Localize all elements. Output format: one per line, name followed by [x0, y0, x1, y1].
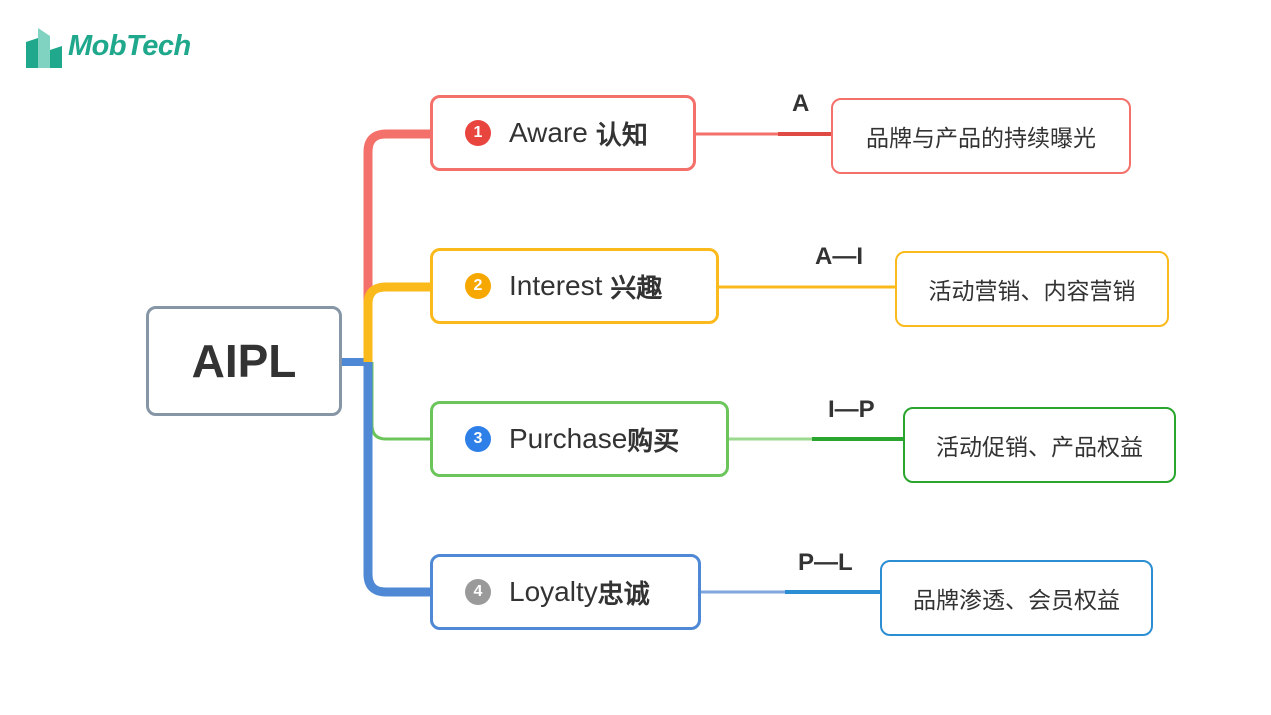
description-node: 活动营销、内容营销: [895, 251, 1169, 327]
stage-name-zh: 购买: [627, 426, 680, 457]
stage-name-zh: 兴趣: [610, 273, 663, 304]
stage-name-en: Purchase: [509, 423, 628, 454]
stage-node-interest: 2 Interest 兴趣: [430, 248, 719, 324]
transition-label: A—I: [815, 243, 863, 270]
transition-label: A: [792, 90, 810, 117]
stage-name-zh: 忠诚: [597, 579, 650, 610]
number-badge-icon: 1: [465, 120, 491, 146]
root-node-aipl: AIPL: [146, 306, 342, 416]
stage-name-zh: 认知: [595, 120, 648, 151]
number-badge-icon: 3: [465, 426, 491, 452]
number-badge-icon: 2: [465, 273, 491, 299]
description-node: 品牌与产品的持续曝光: [831, 98, 1131, 174]
stage-node-aware: 1 Aware 认知: [430, 95, 696, 171]
stage-name-en: Aware: [509, 117, 588, 148]
stage-name-en: Loyalty: [509, 576, 598, 607]
transition-label: I—P: [828, 396, 875, 423]
number-badge-icon: 4: [465, 579, 491, 605]
description-node: 品牌渗透、会员权益: [880, 560, 1153, 636]
stage-node-loyalty: 4 Loyalty 忠诚: [430, 554, 701, 630]
mobtech-logo-icon: [26, 28, 62, 68]
stage-name-en: Interest: [509, 270, 603, 301]
description-node: 活动促销、产品权益: [903, 407, 1176, 483]
transition-label: P—L: [798, 549, 853, 576]
stage-node-purchase: 3 Purchase 购买: [430, 401, 729, 477]
brand-name: MobTech: [68, 30, 191, 62]
